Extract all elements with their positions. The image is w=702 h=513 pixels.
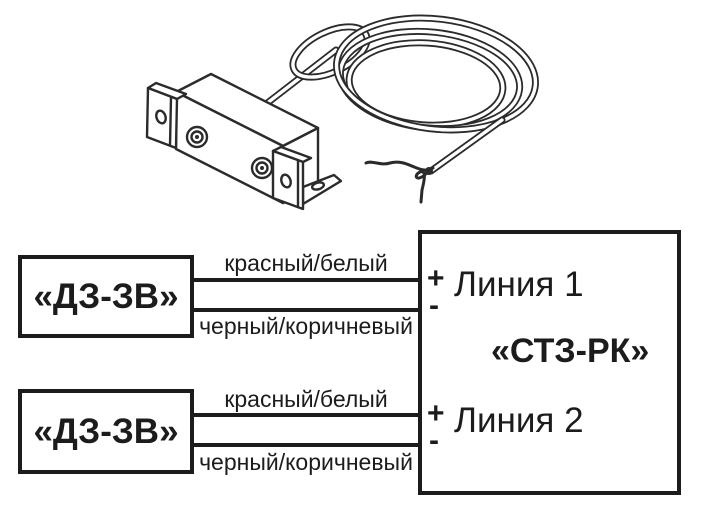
cable-coil-icon [262, 14, 539, 175]
wire-color-label-line1-bottom: черный/коричневый [199, 313, 413, 339]
sensor-box-1-label: «ДЗ-ЗВ» [33, 276, 179, 316]
line2-plus-terminal: + [427, 397, 445, 430]
sensor-illustration [0, 0, 702, 230]
line1-label: Линия 1 [454, 265, 584, 304]
wire-color-label-line2-bottom: черный/коричневый [199, 449, 413, 475]
wire-line1-top [194, 278, 418, 282]
sensor-box-2-label: «ДЗ-ЗВ» [33, 411, 179, 451]
line1-plus-terminal: + [427, 262, 445, 295]
sensor-with-cable-icon [145, 14, 539, 211]
sensor-box-1: «ДЗ-ЗВ» [18, 255, 194, 338]
wire-line1-bottom [194, 308, 418, 312]
screw-icon [185, 125, 209, 149]
line2-label: Линия 2 [454, 401, 584, 440]
screw-icon [250, 156, 274, 180]
wire-color-label-line1-top: красный/белый [224, 250, 388, 276]
cable-wire-ends-icon [364, 160, 435, 204]
wire-line2-bottom [194, 443, 418, 447]
receiver-box [418, 230, 681, 495]
mounting-bracket-right-icon [271, 145, 343, 211]
wire-color-label-line2-top: красный/белый [224, 386, 388, 412]
line1-minus-terminal: - [429, 289, 439, 322]
wire-line2-top [194, 413, 418, 417]
mounting-bracket-left-icon [145, 81, 188, 150]
receiver-label: «СТЗ-РК» [491, 332, 650, 370]
sensor-box-2: «ДЗ-ЗВ» [18, 389, 194, 474]
line2-minus-terminal: - [429, 424, 439, 457]
